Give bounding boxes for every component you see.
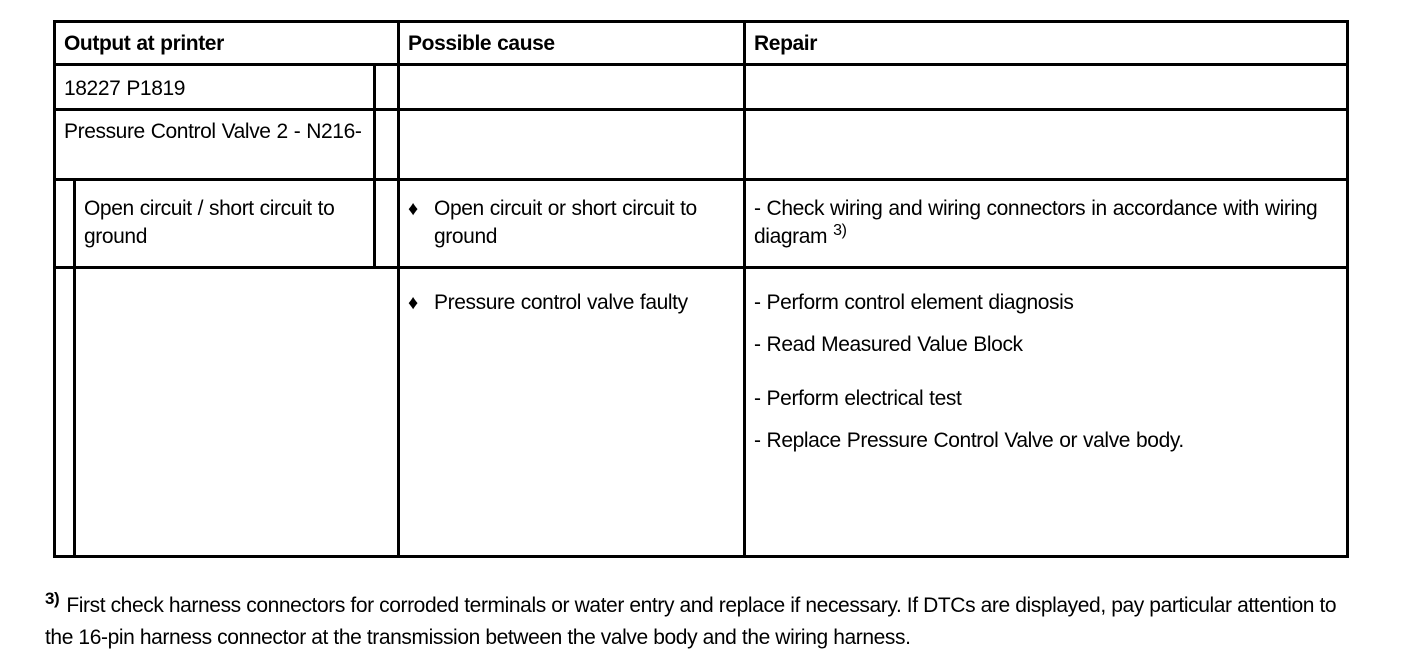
diamond-bullet-icon: ♦ [408, 198, 418, 220]
repair-cell: - Check wiring and wiring connectors in … [743, 178, 1350, 269]
col-header-possible-cause: Possible cause [397, 20, 747, 66]
empty-cause-cell [397, 108, 747, 181]
repair-text: - Check wiring and wiring connectors in … [754, 197, 1318, 248]
spacer-cell [372, 178, 401, 269]
indent-cell [53, 266, 76, 558]
empty-repair-cell [743, 108, 1350, 181]
footnote-text: First check harness connectors for corro… [45, 594, 1337, 649]
diamond-bullet-icon: ♦ [408, 292, 418, 314]
repair-step: - Replace Pressure Control Valve or valv… [754, 429, 1184, 452]
footnote-reference: 3) [833, 222, 847, 239]
possible-cause-cell: ♦ Open circuit or short circuit to groun… [397, 178, 747, 269]
empty-repair-cell [743, 63, 1350, 111]
empty-cause-cell [397, 63, 747, 111]
component-cell: Pressure Control Valve 2 - N216- [53, 108, 376, 181]
table-header-row: Output at printer Possible cause Repair [52, 20, 1350, 66]
document-page: Output at printer Possible cause Repair … [0, 20, 1408, 666]
dtc-code-cell: 18227 P1819 [53, 63, 376, 111]
footnote: 3)First check harness connectors for cor… [45, 590, 1337, 654]
fault-description-cell: Open circuit / short circuit to ground [73, 178, 376, 269]
dtc-table: Output at printer Possible cause Repair … [52, 20, 1350, 558]
spacer-cell [372, 63, 401, 111]
repair-step: - Read Measured Value Block [754, 333, 1023, 356]
repair-step: - Perform control element diagnosis [754, 291, 1074, 314]
cause-list-item: ♦ Pressure control valve faulty [408, 289, 735, 317]
possible-cause-cell: ♦ Pressure control valve faulty [397, 266, 747, 558]
repair-cell: - Perform control element diagnosis - Re… [743, 266, 1350, 558]
cause-text: Open circuit or short circuit to ground [434, 197, 697, 248]
cause-list-item: ♦ Open circuit or short circuit to groun… [408, 195, 735, 251]
cause-text: Pressure control valve faulty [434, 291, 688, 314]
empty-fault-description-cell [72, 266, 401, 558]
repair-step: - Perform electrical test [754, 387, 962, 410]
fault-row: Open circuit / short circuit to ground ♦… [53, 178, 1350, 269]
dtc-code-row: 18227 P1819 [53, 63, 1350, 111]
component-row: Pressure Control Valve 2 - N216- [53, 108, 1350, 181]
indent-cell [53, 178, 76, 269]
footnote-marker: 3) [45, 589, 60, 608]
col-header-output-at-printer: Output at printer [52, 20, 401, 66]
col-header-repair: Repair [743, 20, 1350, 66]
spacer-cell [372, 108, 401, 181]
fault-row: ♦ Pressure control valve faulty - Perfor… [53, 266, 1350, 558]
